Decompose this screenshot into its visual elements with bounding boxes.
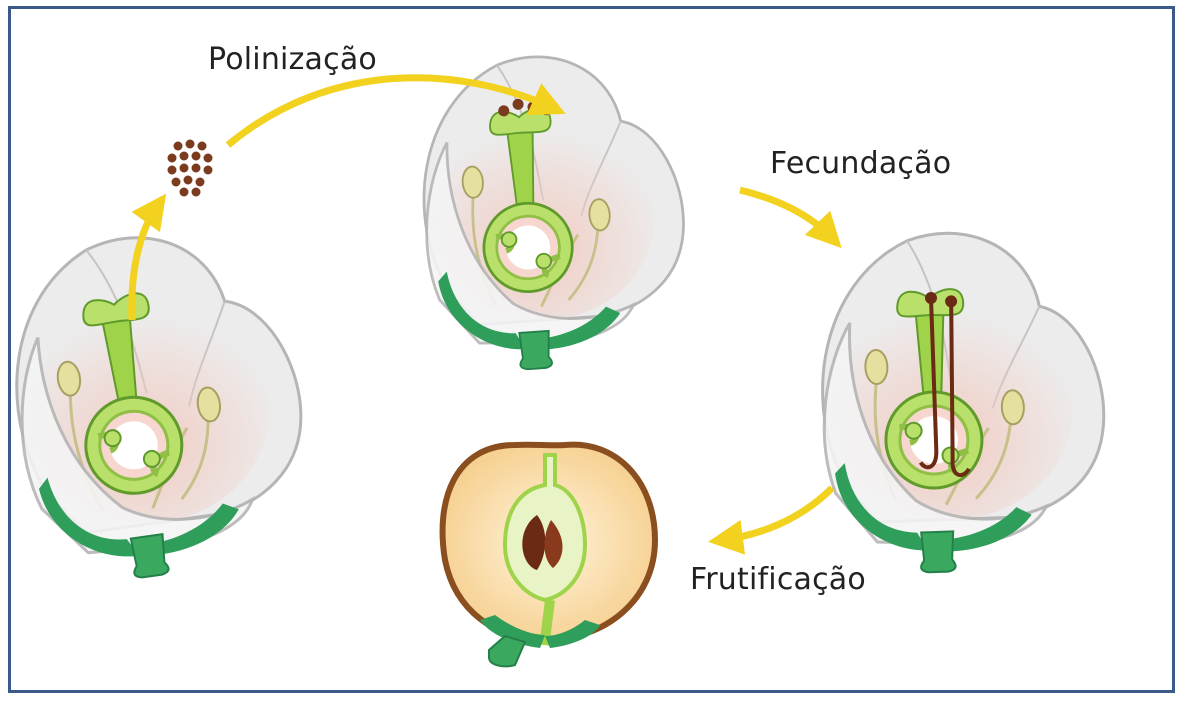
arrow-fertilization <box>740 190 832 238</box>
label-fruiting: Frutificação <box>690 562 866 597</box>
label-fertilization: Fecundação <box>770 146 951 181</box>
flower-pollinated <box>414 47 693 375</box>
fruit-cross-section <box>443 445 655 667</box>
arrow-fruiting <box>722 488 832 540</box>
flower-fertilized <box>817 228 1109 576</box>
pollen-cluster <box>168 140 213 197</box>
flower-before-pollination <box>0 217 321 591</box>
label-pollination: Polinização <box>208 42 377 77</box>
